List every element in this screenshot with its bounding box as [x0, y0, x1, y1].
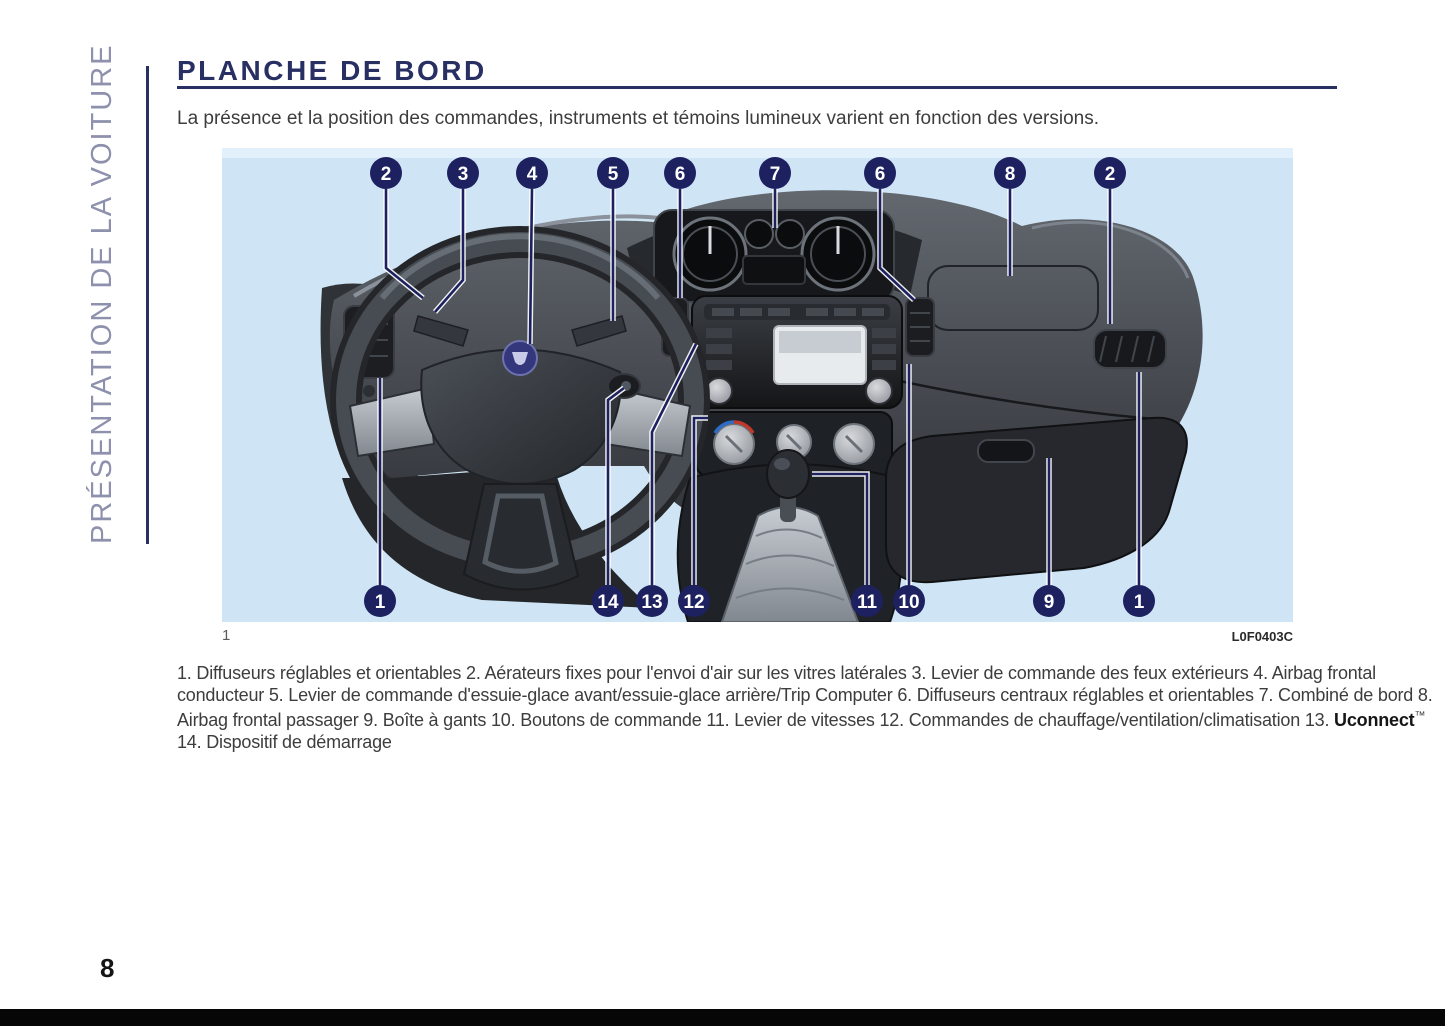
svg-text:3: 3 — [458, 164, 469, 185]
footer-bar — [0, 1009, 1445, 1026]
svg-text:14: 14 — [597, 592, 619, 613]
callout-12 — [678, 585, 710, 617]
sidebar-rule — [146, 66, 149, 544]
svg-text:5: 5 — [608, 164, 619, 185]
callout-7 — [759, 157, 791, 189]
legend-part-2: 14. Dispositif de démarrage — [177, 731, 392, 752]
svg-text:9: 9 — [1044, 592, 1055, 613]
glovebox — [885, 416, 1188, 584]
side-vent-right — [1093, 329, 1167, 369]
callout-3 — [447, 157, 479, 189]
dashboard-illustration: 2 3 4 5 6 7 6 8 2 1 14 13 12 11 10 9 1 — [222, 148, 1293, 622]
intro-text: La présence et la position des commandes… — [177, 108, 1099, 129]
svg-text:13: 13 — [641, 592, 662, 613]
legend-text: 1. Diffuseurs réglables et orientables 2… — [177, 663, 1435, 753]
svg-text:12: 12 — [683, 592, 704, 613]
callout-9 — [1033, 585, 1065, 617]
callout-1 — [1123, 585, 1155, 617]
callout-2 — [1094, 157, 1126, 189]
svg-text:2: 2 — [1105, 164, 1116, 185]
callout-2 — [370, 157, 402, 189]
instrument-cluster — [653, 209, 895, 303]
left-stalk — [413, 315, 469, 347]
figure-background-top-strip — [222, 148, 1293, 158]
figure-code: L0F0403C — [1231, 629, 1293, 644]
legend-uconnect: Uconnect — [1334, 710, 1415, 731]
climate-controls — [695, 411, 893, 477]
callout-13 — [636, 585, 668, 617]
right-stalk — [571, 315, 627, 347]
svg-text:11: 11 — [857, 592, 878, 613]
legend-trademark: ™ — [1414, 710, 1426, 723]
callout-5 — [597, 157, 629, 189]
callout-8 — [994, 157, 1026, 189]
page-title: PLANCHE DE BORD — [177, 55, 487, 86]
gear-knob — [766, 449, 810, 499]
svg-text:4: 4 — [527, 164, 538, 185]
steering-wheel — [330, 226, 710, 591]
callout-layer: 2 3 4 5 6 7 6 8 2 1 14 13 12 11 10 9 1 — [364, 157, 1155, 617]
figure-number: 1 — [222, 627, 231, 644]
uconnect-radio-unit — [691, 295, 903, 409]
center-vent-right — [905, 297, 935, 357]
callout-6 — [864, 157, 896, 189]
callout-1 — [364, 585, 396, 617]
callout-4 — [516, 157, 548, 189]
svg-text:1: 1 — [375, 592, 386, 613]
svg-text:10: 10 — [898, 592, 919, 613]
dash-right-highlight — [1031, 220, 1190, 279]
legend-part-1: 1. Diffuseurs réglables et orientables 2… — [177, 663, 1433, 731]
svg-text:1: 1 — [1134, 592, 1145, 613]
svg-text:8: 8 — [1005, 164, 1016, 185]
page-number: 8 — [100, 953, 115, 983]
svg-text:2: 2 — [381, 164, 392, 185]
gear-lever — [676, 449, 903, 622]
glovebox-handle — [977, 439, 1035, 463]
svg-text:7: 7 — [770, 164, 781, 185]
dashboard-figure: 2 3 4 5 6 7 6 8 2 1 14 13 12 11 10 9 1 — [222, 148, 1293, 622]
callout-6 — [664, 157, 696, 189]
callout-10 — [893, 585, 925, 617]
svg-text:6: 6 — [875, 164, 886, 185]
title-rule — [177, 86, 1337, 89]
chapter-sidebar-label: PRÉSENTATION DE LA VOITURE — [86, 43, 118, 544]
callout-11 — [851, 585, 883, 617]
callout-14 — [592, 585, 624, 617]
svg-text:6: 6 — [675, 164, 686, 185]
